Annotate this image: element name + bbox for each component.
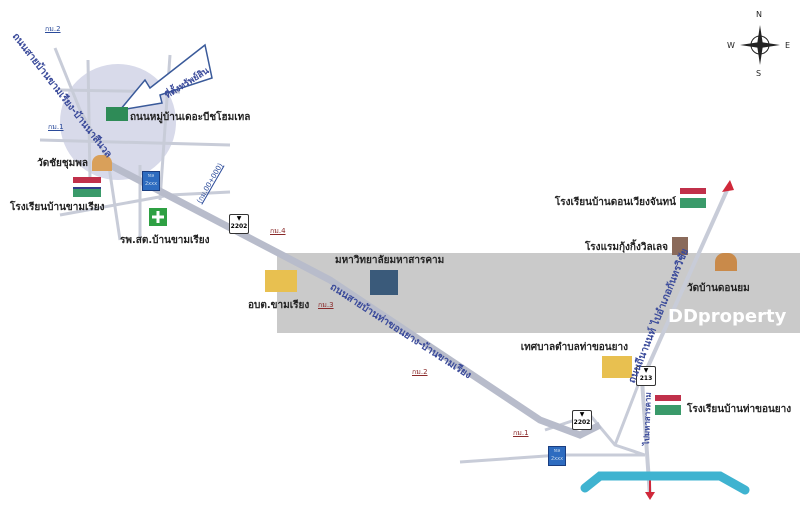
municipality-icon: [602, 356, 632, 378]
km-marker: กม.1: [48, 123, 64, 131]
property-icon: [106, 107, 128, 121]
highway-2202: [108, 161, 602, 439]
label-school1: โรงเรียนบ้านขามเรียง: [10, 202, 105, 213]
route-shield-2202: ▼2202: [229, 214, 249, 234]
school-icon: [73, 177, 101, 197]
compass-east: E: [785, 41, 791, 50]
label-hospital: รพ.สต.บ้านขามเรียง: [120, 235, 210, 246]
school-icon: [680, 188, 706, 208]
km-marker: กม.4: [270, 227, 286, 235]
label-temple2: วัดบ้านดอนยม: [687, 283, 750, 294]
property-pointer-arrow: [118, 43, 213, 112]
compass-south: S: [756, 69, 762, 78]
label-property: ถนนหมู่บ้านเดอะบีชโฮมเทล: [130, 112, 251, 123]
rural-road-shield: ทล 2xxx: [548, 446, 566, 466]
label-school3: โรงเรียนบ้านท่าขอนยาง: [687, 404, 792, 415]
sao-icon: [265, 270, 297, 292]
km-marker: กม.2: [412, 368, 428, 376]
temple-icon: [92, 155, 112, 171]
road-label-4: ไปมหาสารคาม: [641, 392, 653, 446]
km-marker: กม.1: [513, 429, 529, 437]
watermark-logo: DDproperty: [668, 306, 787, 327]
km-marker: กม.3: [318, 301, 334, 309]
hotel-icon: [672, 237, 688, 255]
compass-icon: [740, 25, 780, 65]
label-municipality: เทศบาลตำบลท่าขอนยาง: [520, 342, 628, 353]
watermark-band: [277, 253, 800, 333]
temple-icon: [715, 253, 737, 271]
label-school2: โรงเรียนบ้านดอนเวียงจันทน์: [554, 197, 676, 208]
label-temple1: วัดชัยชุมพล: [37, 158, 88, 169]
university-icon: [370, 270, 398, 295]
south-arrowhead-icon: [645, 492, 655, 500]
school-icon: [655, 395, 681, 415]
local-roads: [39, 47, 646, 464]
rural-road-shield: ทล 2xxx: [142, 171, 160, 191]
label-sao: อบต.ขามเรียง: [248, 300, 310, 311]
label-university: มหาวิทยาลัยมหาสารคาม: [335, 255, 445, 266]
river: [580, 471, 750, 495]
label-hotel: โรงแรมกุ้งกิ้งวิลเลจ: [584, 242, 668, 253]
north-arrowhead-icon: [722, 180, 734, 192]
compass-west: W: [727, 41, 735, 50]
route-shield-213: ▼213: [636, 366, 656, 386]
route-shield-2202: ▼2202: [572, 410, 592, 430]
km-marker: กม.2: [45, 25, 61, 33]
compass-north: N: [756, 10, 762, 19]
